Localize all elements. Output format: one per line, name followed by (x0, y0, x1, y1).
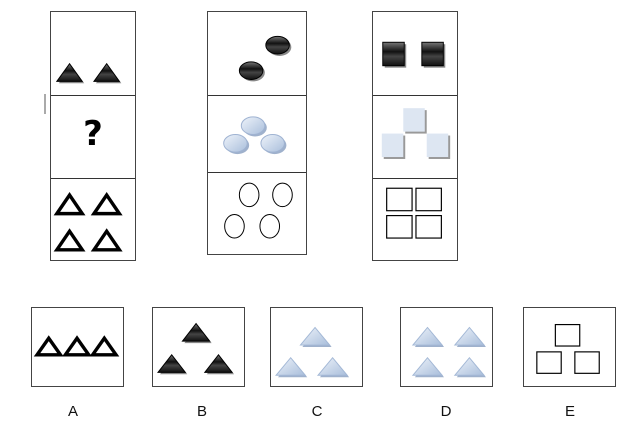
option-c[interactable] (270, 307, 363, 387)
cell-3-3 (373, 178, 457, 260)
black-squares-icon (382, 41, 446, 68)
blue-circles-icon (223, 116, 287, 155)
option-e[interactable] (523, 307, 616, 387)
question-mark: ? (83, 114, 103, 154)
cell-1-2: ? (51, 95, 135, 178)
option-d[interactable] (400, 307, 493, 387)
outline-circles-icon (224, 182, 293, 239)
option-b-label: B (196, 403, 207, 420)
black-triangles-icon (55, 62, 122, 84)
blue-triangles-icon (411, 326, 486, 378)
cell-3-2 (373, 95, 457, 178)
cell-2-2 (208, 95, 306, 172)
option-e-label: E (564, 403, 575, 420)
cell-2-1 (208, 12, 306, 95)
blue-squares-icon (381, 108, 451, 159)
blue-triangles-icon (274, 326, 350, 378)
outline-triangles-icon (53, 192, 123, 252)
cell-1-3 (51, 178, 135, 260)
puzzle-column-1: ? (50, 11, 136, 261)
option-a[interactable] (31, 307, 124, 387)
option-a-label: A (67, 403, 78, 420)
option-b[interactable] (152, 307, 245, 387)
stray-mark (44, 94, 46, 114)
puzzle-column-2 (207, 11, 307, 255)
black-triangles-icon (157, 322, 235, 375)
puzzle-column-3 (372, 11, 458, 261)
cell-1-1 (51, 12, 135, 95)
cell-2-3 (208, 172, 306, 254)
option-c-label: C (311, 403, 323, 420)
cell-3-1 (373, 12, 457, 95)
black-circles-icon (238, 35, 292, 82)
outline-squares-icon (536, 323, 600, 374)
option-d-label: D (440, 403, 452, 420)
outline-triangles-icon (33, 335, 120, 357)
outline-squares-icon (386, 187, 442, 239)
